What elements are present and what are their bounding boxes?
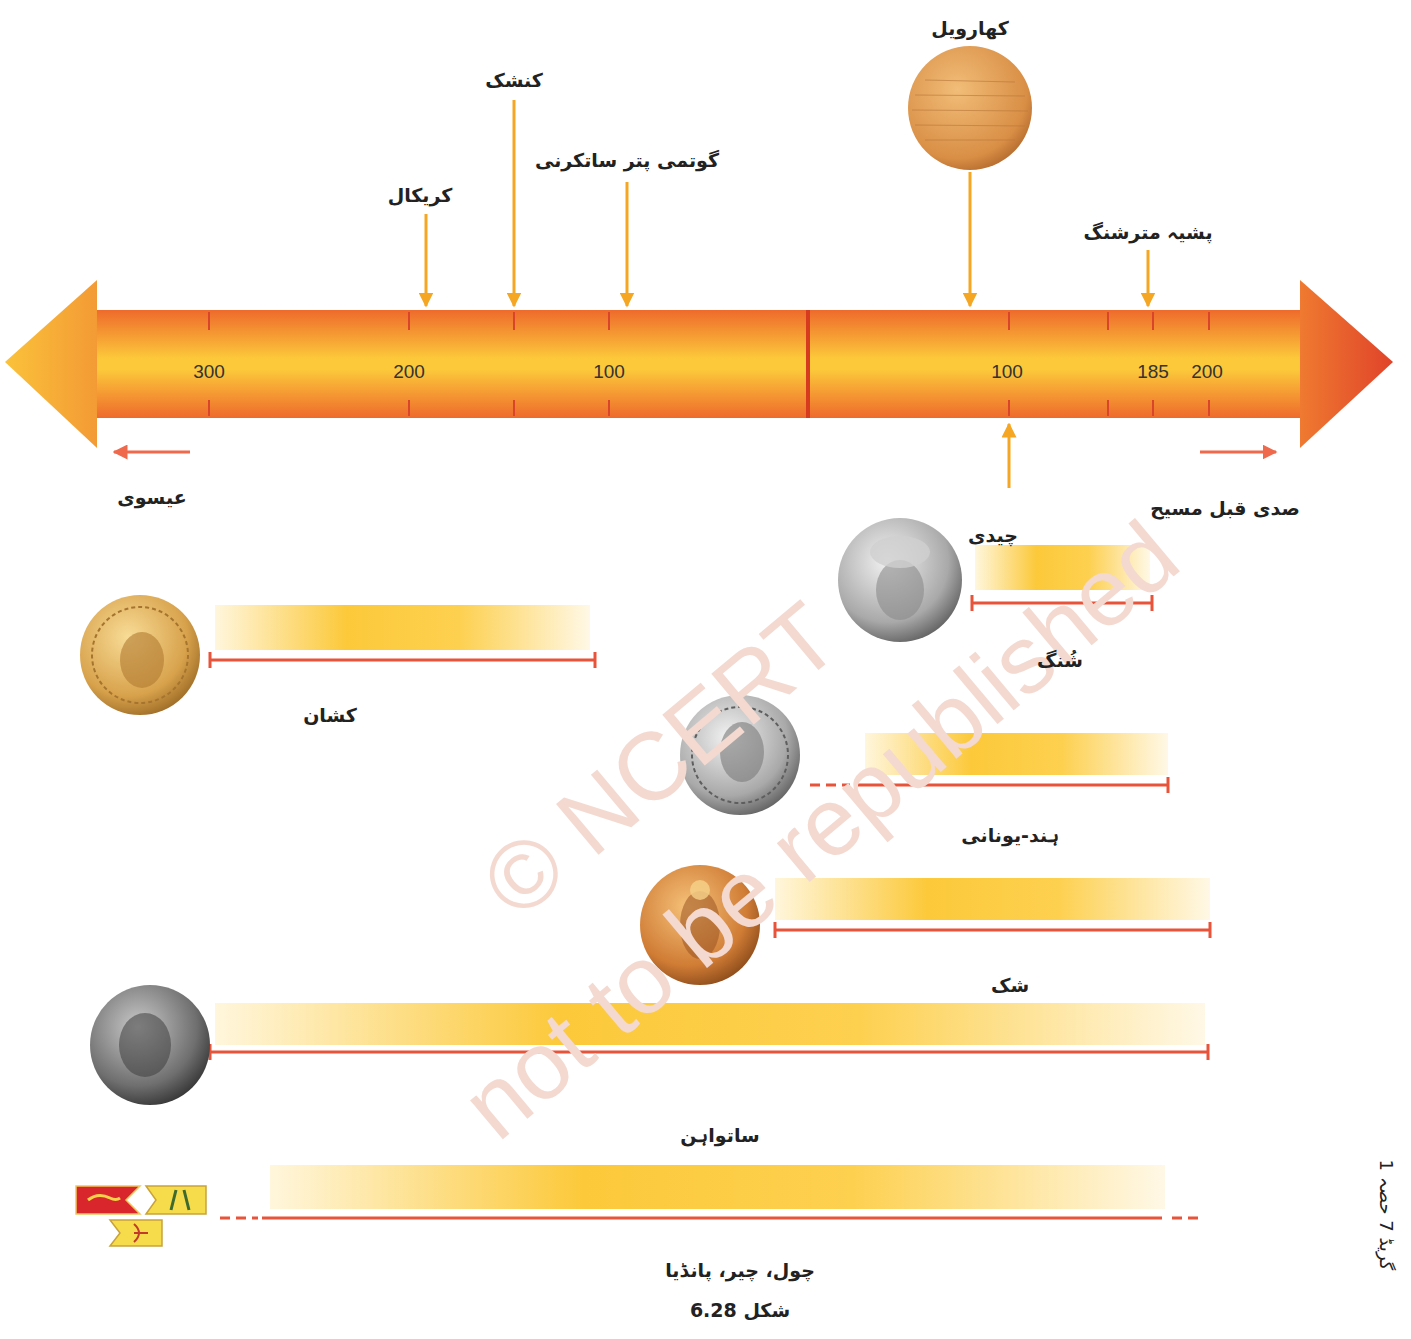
- axis-number: 200: [1191, 361, 1223, 383]
- page-footer: گریڈ 7 حصہ 1: [1376, 1160, 1397, 1271]
- dynasty-band: ہند-یونانی: [810, 733, 1170, 850]
- dynasty-band: شک: [775, 878, 1210, 1000]
- axis-number: 200: [393, 361, 425, 383]
- figure-caption: شکل 6.28: [690, 1299, 790, 1321]
- axis-number: 300: [193, 361, 225, 383]
- dynasty-name: کشان: [303, 704, 357, 726]
- axis-number: 185: [1137, 361, 1169, 383]
- dynasty-band: کشان: [210, 605, 595, 730]
- axis-number: 100: [593, 361, 625, 383]
- dynasty-name: شُنگ: [1037, 649, 1083, 671]
- dynasty-name: چول، چیر، پانڈیا: [665, 1259, 815, 1281]
- dynasty-name: شک: [991, 974, 1029, 996]
- ruler-label: گوتمی پتر ساتکرنی: [535, 149, 719, 171]
- dynasty-band: ساتواہن: [210, 1003, 1208, 1150]
- dynasty-band: چول، چیر، پانڈیا: [220, 1165, 1200, 1287]
- era-label: عیسوی: [117, 486, 186, 508]
- axis-number: 100: [991, 361, 1023, 383]
- dynasty-name: ساتواہن: [680, 1124, 759, 1146]
- ruler-label: پشیہ مترشنگ: [1083, 221, 1212, 243]
- dynasty-name: ہند-یونانی: [961, 824, 1058, 846]
- ruler-label: کھارویل: [931, 17, 1009, 39]
- era-label: صدی قبل مسیح: [1150, 497, 1300, 519]
- dynasty-label: چیدی: [968, 524, 1018, 546]
- ruler-label: کریکال: [388, 184, 453, 206]
- dynasty-band: شُنگ: [972, 545, 1152, 680]
- ruler-label: کنشک: [485, 69, 543, 91]
